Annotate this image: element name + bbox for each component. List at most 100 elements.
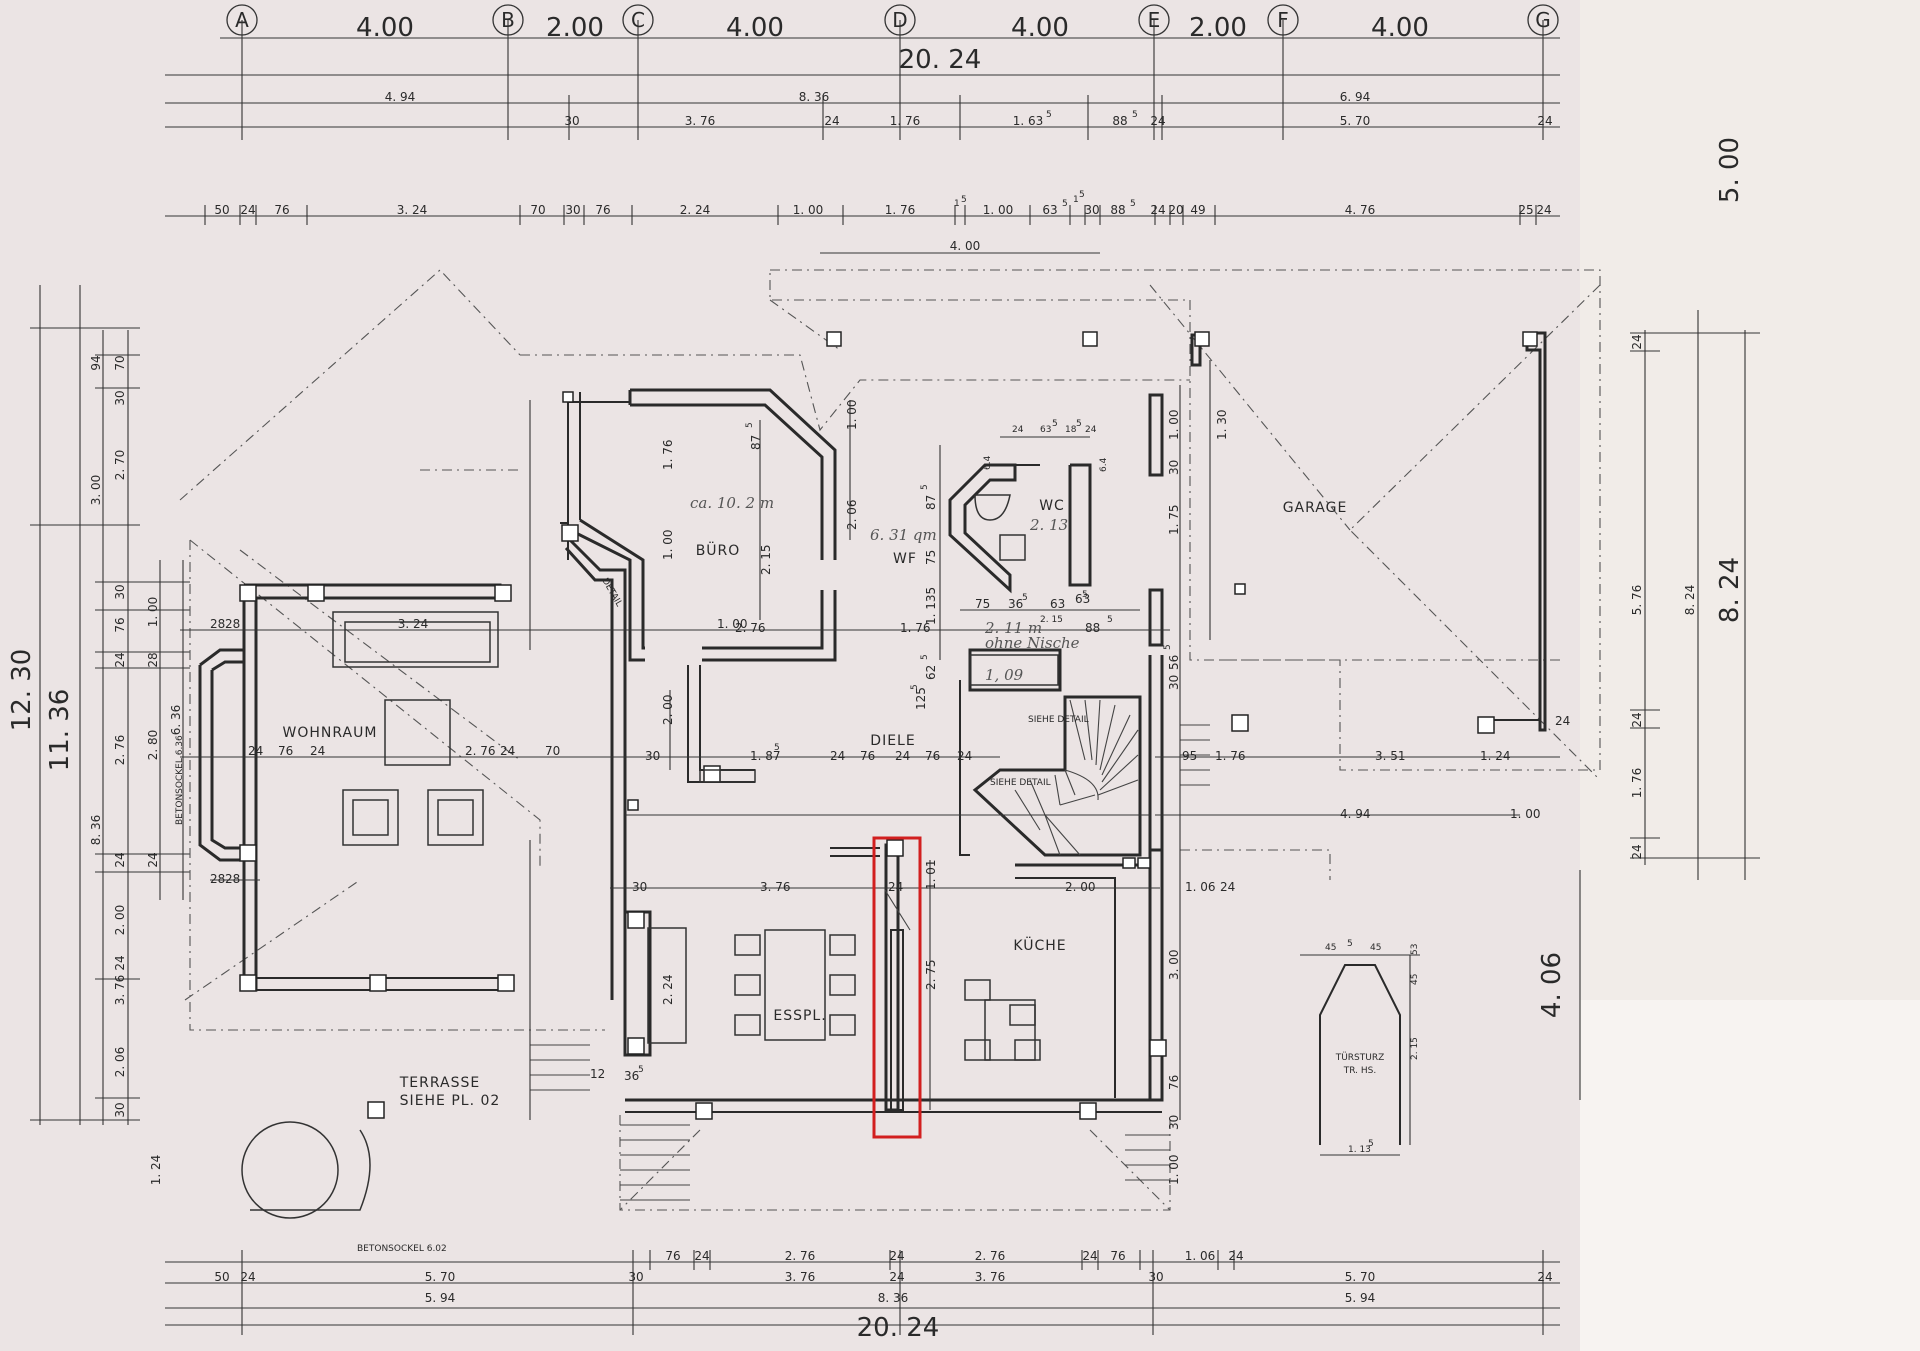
dim-kueche-14: 5 — [638, 1065, 644, 1075]
dim-top-494: 4. 94 — [385, 90, 416, 104]
armchair — [427, 789, 484, 846]
chair — [734, 934, 761, 956]
dim-wc-16: 5 — [1022, 593, 1028, 603]
dim-diele-6: 24 — [895, 749, 910, 763]
dim-right-low: 4. 06 — [1537, 952, 1567, 1018]
pillar — [239, 844, 257, 862]
dim-bottom-r2-1: 24 — [240, 1270, 255, 1284]
dim-bottom-r3-0: 5. 94 — [425, 1291, 456, 1305]
left-dimensions: 12. 30 11. 36 94 3. 00 8. 36 70 30 2. 70… — [7, 285, 190, 1185]
dim-wc-13: 88 — [1085, 621, 1100, 635]
dim-top-r4-5: 5 — [1046, 110, 1052, 120]
dim-wc-12: 30 — [1167, 460, 1181, 475]
dim-bottom-r1-1: 24 — [694, 1249, 709, 1263]
dim-top-garage-span: 4. 00 — [950, 239, 981, 253]
dim-wohn-3: 24 — [248, 744, 263, 758]
dim-top-r4-4: 1. 63 — [1013, 114, 1044, 128]
dim-buero-3: 5 — [745, 422, 755, 428]
dim-bottom-r1-8: 24 — [1228, 1249, 1243, 1263]
dim-top-r4-2: 24 — [824, 114, 839, 128]
dim-left-c2-0: 70 — [113, 355, 127, 370]
dim-bottom-r2-4: 3. 76 — [785, 1270, 816, 1284]
handnote-wf: 6. 31 qm — [870, 526, 937, 544]
dim-diele-12: 24 — [1555, 714, 1570, 728]
dim-top-r5-23: 4. 76 — [1345, 203, 1376, 217]
label-betonsockel-left: BETONSOCKEL 6.36 — [175, 735, 185, 825]
dim-top-f-g: 4.00 — [1371, 13, 1429, 43]
dim-left-c2-10: 3. 76 — [113, 975, 127, 1006]
dim-bottom-r3-1: 8. 36 — [878, 1291, 909, 1305]
handnote-niche: ohne Nische — [985, 634, 1080, 652]
dim-wc-6: 6.4 — [1099, 457, 1109, 472]
dim-tuersturz-3: 53 — [1410, 944, 1420, 955]
highlight-box — [872, 836, 922, 1139]
pillar — [1231, 714, 1249, 732]
dim-bottom-r1-0: 76 — [665, 1249, 680, 1263]
dim-wohn-2: 3. 24 — [398, 617, 429, 631]
dim-buero-4: 1. 00 — [661, 529, 675, 560]
dim-left-c2-6: 2. 76 — [113, 735, 127, 766]
dim-right-r1-4: 24 — [1630, 844, 1644, 859]
room-label-diele: DIELE — [870, 733, 915, 749]
dim-right-r2: 8. 24 — [1683, 585, 1697, 616]
dim-tuersturz-1: 5 — [1347, 939, 1353, 949]
dim-top-r5-11: 5 — [961, 195, 967, 205]
dim-left-1230: 12. 30 — [7, 649, 37, 732]
dim-wc-21: 5 — [1082, 590, 1088, 600]
room-label-kueche: KÜCHE — [1013, 936, 1066, 954]
dim-top-r5-2: 76 — [274, 203, 289, 217]
dim-wc-8: 5 — [920, 484, 930, 490]
dim-bottom-r2-0: 50 — [214, 1270, 229, 1284]
dim-wc-18: 75 — [975, 597, 990, 611]
dim-tuersturz-4: 45 — [1410, 974, 1420, 985]
dim-buero-5: 2. 15 — [759, 544, 773, 575]
dim-wohn-5: 24 — [310, 744, 325, 758]
pillar — [494, 584, 512, 602]
dim-kueche-8: 30 — [1167, 1115, 1181, 1130]
dim-wc-10: 1. 30 — [1215, 409, 1229, 440]
dim-wc-17: 63 — [1050, 597, 1065, 611]
dim-kueche-1: 1. 01 — [924, 859, 938, 890]
dim-top-r5-22: 49 — [1190, 203, 1205, 217]
dim-kueche-4: 3. 00 — [1167, 949, 1181, 980]
dim-kueche-2: 24 — [888, 880, 903, 894]
kitchen-table — [984, 999, 1036, 1061]
room-label-wc: WC — [1039, 498, 1065, 514]
dim-left-c2-3: 30 — [113, 584, 127, 599]
dim-left-c2-12: 30 — [113, 1102, 127, 1117]
dim-top-r5-12: 1. 00 — [983, 203, 1014, 217]
wc-basin — [999, 534, 1026, 561]
pillar — [1079, 1102, 1097, 1120]
dim-bottom-r2-6: 3. 76 — [975, 1270, 1006, 1284]
dim-kueche-9: 1. 00 — [1167, 1154, 1181, 1185]
pillar — [497, 974, 515, 992]
dim-left-c2-5: 24 — [113, 652, 127, 667]
dim-right-r1-1: 5. 76 — [1630, 585, 1644, 616]
dim-wc-2: 5 — [1052, 419, 1058, 429]
dim-tuersturz-6: 1. 13 — [1348, 1145, 1371, 1155]
dim-diele-15: 1. 76 — [1215, 749, 1246, 763]
chair — [1009, 1004, 1036, 1026]
dim-wc-9: 1. 00 — [1167, 409, 1181, 440]
highlighted-element — [884, 889, 911, 1111]
dim-bottom-r3-2: 5. 94 — [1345, 1291, 1376, 1305]
dim-diele-13: 3. 51 — [1375, 749, 1406, 763]
label-siehe-detail-1: SIEHE DETAIL — [1028, 715, 1089, 725]
dim-wc-11: 1. 75 — [1167, 504, 1181, 535]
dim-top-694: 6. 94 — [1340, 90, 1371, 104]
label-tuersturz: TÜRSTURZ — [1335, 1052, 1385, 1063]
armchair — [342, 789, 399, 846]
dim-top-r5-16: 5 — [1079, 190, 1085, 200]
pillar — [1234, 583, 1246, 595]
dim-wohn-10: 28 — [225, 872, 240, 886]
inner-dimension-lines — [180, 360, 1560, 1156]
dim-left-c3-1: 1. 00 — [146, 597, 160, 628]
dim-bottom-r1-6: 76 — [1110, 1249, 1125, 1263]
pillars — [239, 331, 1538, 1120]
dim-wohn-1: 28 — [225, 617, 240, 631]
handnote-buero: ca. 10. 2 m — [690, 494, 774, 512]
pillar — [562, 391, 574, 403]
dim-left-c2-2: 2. 70 — [113, 450, 127, 481]
dim-top-total: 20. 24 — [899, 45, 982, 75]
stairs: SIEHE DETAIL SIEHE DETAIL — [530, 699, 1210, 1201]
